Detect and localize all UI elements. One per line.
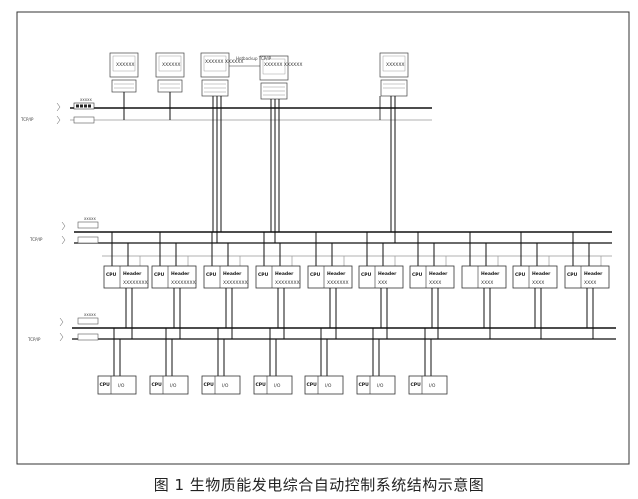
controller-sub-label: XXXXXXXX [275,280,300,286]
controller-sub-label: XXXXXXXX [171,280,196,286]
io-cpu-label: CPU [359,382,370,388]
io-unit-2: CPU I/O [149,328,189,395]
level-1-network: xxxxx TCP/IP XXXXXX XXXXXX [20,52,432,125]
svg-text:XXXXXX: XXXXXX [116,62,135,68]
level-2-tcpip-label: TCP/IP [29,237,43,242]
io-label: I/O [429,383,436,389]
io-label: I/O [377,383,384,389]
controller-cpu-label: CPU [206,272,217,278]
level-3-switch: xxxxx TCP/IP [27,312,99,342]
workstation-1: XXXXXX [109,52,139,93]
controller-cpu-label: CPU [310,272,321,278]
io-cpu-label: CPU [307,382,318,388]
controller-sub-label: XXXXXXX [327,280,349,286]
io-cpu-label: CPU [411,382,422,388]
io-label: I/O [170,383,177,389]
figure-caption: 图 1 生物质能发电综合自动控制系统结构示意图 [153,476,485,494]
controller-header-label: Header [378,271,397,277]
controller-header-label: Header [481,271,500,277]
controller-header-label: Header [275,271,294,277]
io-unit-5: CPU I/O [304,328,344,395]
svg-text:Hotbackup TCP/IP: Hotbackup TCP/IP [236,56,272,61]
svg-text:xxxxx: xxxxx [80,97,92,102]
svg-text:XXXXXX: XXXXXX [386,62,405,68]
controller-cpu-label: CPU [154,272,165,278]
controller-sub-label: XXX [378,280,387,286]
io-cpu-label: CPU [256,382,267,388]
io-label: I/O [118,383,125,389]
svg-text:xxxxx: xxxxx [84,216,96,221]
controller-sub-label: XXXX [532,280,544,286]
svg-text:XXXXXX XXXXXX: XXXXXX XXXXXX [205,59,243,65]
io-label: I/O [274,383,281,389]
io-label: I/O [325,383,332,389]
controller-header-label: Header [123,271,142,277]
level-3-tcpip-label: TCP/IP [27,337,41,342]
controller-sub-label: XXXX [584,280,596,286]
io-label: I/O [222,383,229,389]
controller-sub-label: XXXXXXXX [123,280,148,286]
controller-header-label: Header [584,271,603,277]
io-unit-1: CPU I/O [97,328,137,395]
level-1-switch: xxxxx TCP/IP [20,97,95,125]
svg-text:XXXXXX: XXXXXX [162,62,181,68]
io-cpu-label: CPU [152,382,163,388]
svg-text:XXXXXX XXXXXX: XXXXXX XXXXXX [264,62,302,68]
diagram-frame [16,11,630,465]
controller-sub-label: XXXXXXXX [223,280,248,286]
controller-sub-label: XXXX [481,280,493,286]
controller-cpu-label: CPU [515,272,526,278]
controller-cpu-label: CPU [567,272,578,278]
controller-header-label: Header [532,271,551,277]
level-1-tcpip-label: TCP/IP [20,117,34,122]
io-row: CPU I/O CPU I/O CPU I/O CPU I/O CPU I/O CPU I/O CPU I… [97,328,448,395]
server-1: XXXXXX XXXXXX [200,52,243,97]
controller-cpu-label: CPU [106,272,117,278]
controller-header-label: Header [429,271,448,277]
controller-cpu-label: CPU [361,272,372,278]
controller-cpu-label: CPU [258,272,269,278]
workstation-2: XXXXXX [155,52,185,93]
controller-header-label: Header [327,271,346,277]
controller-cpu-label: CPU [412,272,423,278]
workstation-3: XXXXXX [379,52,409,97]
io-cpu-label: CPU [204,382,215,388]
io-unit-4: CPU I/O [253,328,293,395]
hotbackup-link: Hotbackup TCP/IP [229,56,272,67]
io-cpu-label: CPU [100,382,111,388]
system-architecture-diagram: xxxxx TCP/IP XXXXXX XXXXXX [16,11,630,465]
server-trunks [212,96,396,243]
controller-header-label: Header [171,271,190,277]
io-unit-3: CPU I/O [201,328,241,395]
level-2-switch: xxxxx TCP/IP [29,216,99,245]
io-unit-7: CPU I/O [408,328,448,395]
svg-text:xxxxx: xxxxx [84,312,96,317]
controller-sub-label: XXXX [429,280,441,286]
server-2: XXXXXX XXXXXX [259,55,302,100]
io-unit-6: CPU I/O [356,328,396,395]
controller-header-label: Header [223,271,242,277]
